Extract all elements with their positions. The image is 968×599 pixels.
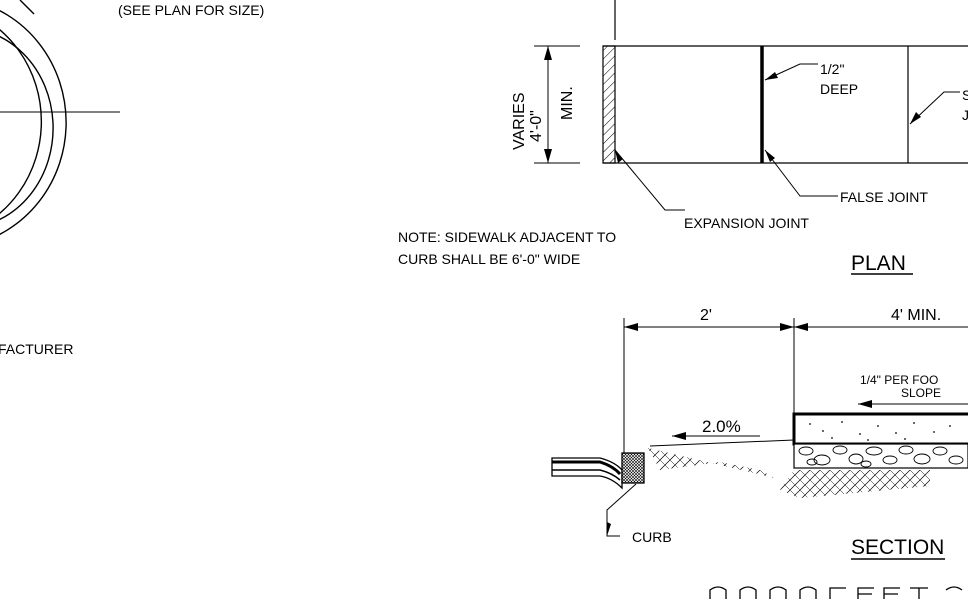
plan-view [534,0,968,275]
plan-note-line2: CURB SHALL BE 6'-0" WIDE [398,251,580,267]
manufacturer-fragment: FACTURER [0,341,73,357]
section-title: SECTION [851,536,944,559]
plan-note-line1: NOTE: SIDEWALK ADJACENT TO [398,229,616,245]
plan-right-fragment-2: J [962,107,968,123]
grade-slope: 2.0% [702,417,741,436]
false-joint-label: FALSE JOINT [840,189,928,205]
slope-label: SLOPE [901,386,941,400]
frame-circle-detail [0,0,120,235]
see-plan-note: (SEE PLAN FOR SIZE) [118,2,264,18]
section-dim-left: 2' [700,307,712,324]
bottom-title-fragment [709,586,963,599]
curb-label: CURB [632,529,672,545]
expansion-joint-hatch [602,45,616,164]
section-dim-right: 4' MIN. [891,307,941,324]
depth-value: 1/2" [820,61,844,77]
slope-rate: 1/4" PER FOO [860,373,938,387]
depth-label: DEEP [820,81,858,97]
section-view [551,318,968,560]
curb-shape [621,452,645,484]
dim-varies: VARIES [511,93,528,151]
plan-title: PLAN [851,252,906,275]
dim-min-label: MIN. [559,86,576,120]
gravel-base [793,443,968,469]
plan-right-fragment-1: S [962,87,968,103]
dim-min-value: 4'-0" [528,110,545,142]
concrete-slab [792,412,968,446]
expansion-joint-label: EXPANSION JOINT [684,215,809,231]
